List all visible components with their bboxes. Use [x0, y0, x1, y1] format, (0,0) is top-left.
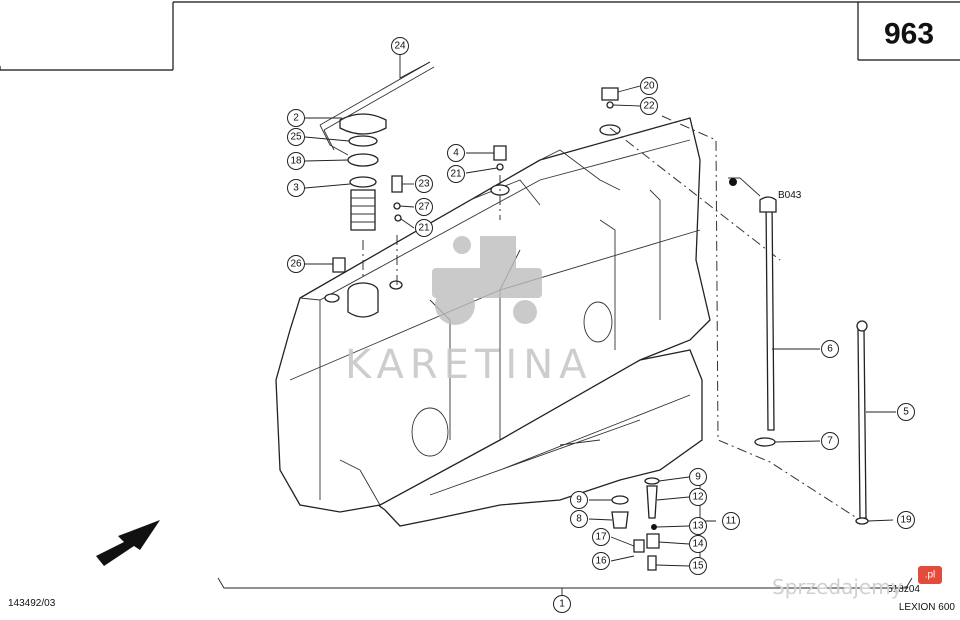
site-badge: [918, 566, 942, 584]
callout-14: 14: [689, 535, 707, 553]
callout-3: 3: [287, 179, 305, 197]
page-number: 963: [884, 18, 934, 51]
callout-5: 5: [897, 403, 915, 421]
sensor-label: B043: [778, 190, 802, 201]
callout-25: 25: [287, 128, 305, 146]
svg-text:14: 14: [692, 539, 704, 550]
svg-text:1: 1: [559, 599, 565, 610]
page-frame: [0, 1, 960, 71]
callout-8: 8: [570, 510, 588, 528]
callout-15: 15: [689, 557, 707, 575]
callout-13: 13: [689, 517, 707, 535]
svg-text:2: 2: [293, 113, 299, 124]
callout-24: 24: [391, 37, 409, 55]
fuel-level-sensor: [765, 199, 775, 431]
callout-12: 12: [689, 488, 707, 506]
svg-text:8: 8: [576, 514, 582, 525]
svg-text:13: 13: [692, 521, 704, 532]
strainer: [350, 189, 376, 231]
figure-code: 518z04: [887, 584, 920, 595]
svg-text:3: 3: [293, 183, 299, 194]
drain-plug: [611, 511, 629, 529]
callout-1: 1: [553, 595, 571, 613]
callout-7: 7: [821, 432, 839, 450]
svg-text:11: 11: [726, 516, 737, 527]
svg-text:9: 9: [576, 495, 582, 506]
watermark-logo: [432, 236, 542, 325]
svg-text:19: 19: [900, 515, 912, 526]
callout-23: 23: [415, 175, 433, 193]
filler-cap: [339, 113, 387, 135]
svg-text:12: 12: [692, 492, 704, 503]
svg-text:21: 21: [450, 169, 462, 180]
svg-text:9: 9: [695, 472, 701, 483]
callout-21-upper: 21: [447, 165, 465, 183]
callout-26: 26: [287, 255, 305, 273]
svg-text:4: 4: [453, 148, 459, 159]
svg-text:15: 15: [692, 561, 704, 572]
callout-27: 27: [415, 198, 433, 216]
callout-20: 20: [640, 77, 658, 95]
fuel-tank-body: [275, 117, 711, 513]
callout-2: 2: [287, 109, 305, 127]
svg-text:5: 5: [903, 407, 909, 418]
callout-9-right: 9: [689, 468, 707, 486]
svg-text:21: 21: [418, 223, 430, 234]
site-badge-text: .pl: [925, 570, 936, 581]
drawing-number: 143492/03: [8, 598, 56, 609]
svg-text:26: 26: [290, 259, 302, 270]
svg-text:22: 22: [643, 101, 655, 112]
callout-22: 22: [640, 97, 658, 115]
svg-text:17: 17: [595, 532, 607, 543]
model-name: LEXION 600: [899, 602, 956, 613]
svg-text:16: 16: [595, 556, 607, 567]
svg-text:25: 25: [290, 132, 302, 143]
site-watermark: Sprzedajemy: [772, 575, 903, 599]
callout-4: 4: [447, 144, 465, 162]
svg-text:6: 6: [827, 344, 833, 355]
watermark-text: KARETINA: [345, 342, 592, 388]
callout-17: 17: [592, 528, 610, 546]
dipstick: [857, 329, 867, 519]
callout-6: 6: [821, 340, 839, 358]
callout-16: 16: [592, 552, 610, 570]
svg-text:18: 18: [290, 156, 302, 167]
svg-text:7: 7: [827, 436, 833, 447]
callout-18: 18: [287, 152, 305, 170]
svg-text:27: 27: [418, 202, 430, 213]
direction-arrow-icon: [96, 520, 160, 566]
svg-text:24: 24: [394, 41, 406, 52]
callout-21-lower: 21: [415, 219, 433, 237]
svg-text:20: 20: [643, 81, 655, 92]
callout-9-left: 9: [570, 491, 588, 509]
callout-19: 19: [897, 511, 915, 529]
callout-11: 11: [722, 512, 740, 530]
svg-text:23: 23: [418, 179, 430, 190]
leader-lines: [304, 54, 896, 567]
